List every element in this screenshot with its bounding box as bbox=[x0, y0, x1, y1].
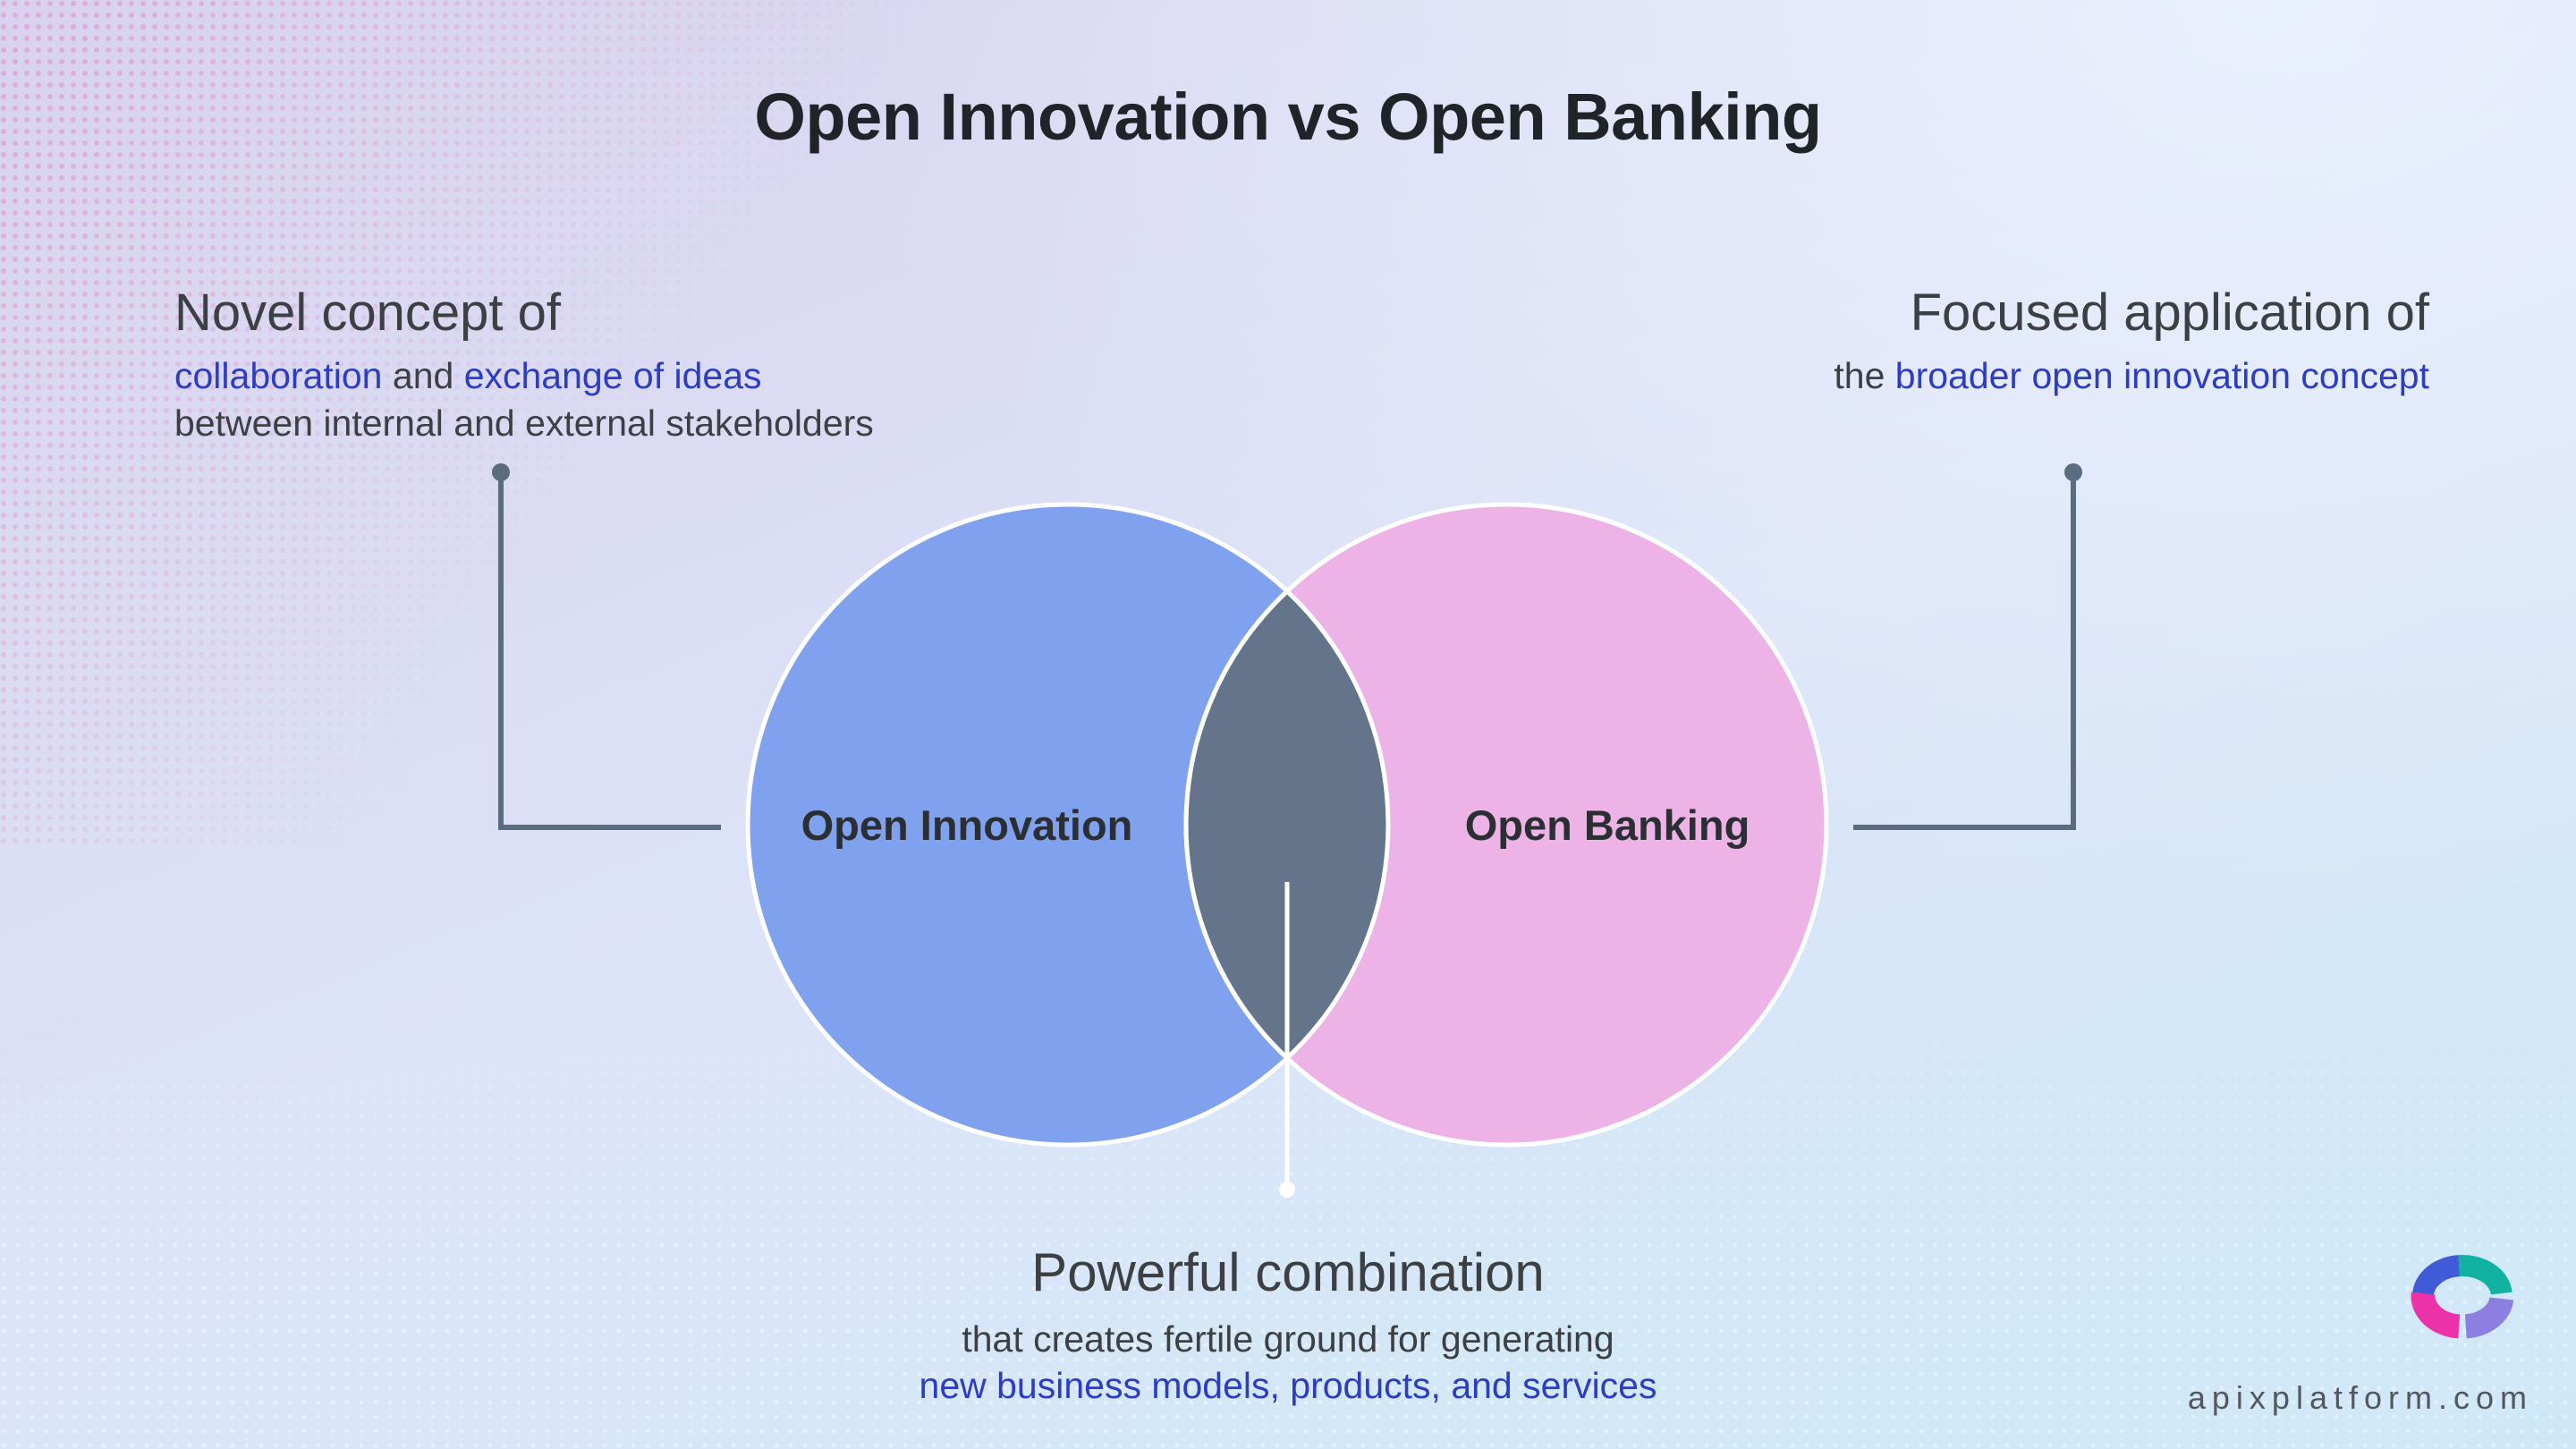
overlap-callout-dot bbox=[1279, 1182, 1295, 1198]
site-url: apixplatform.com bbox=[2187, 1379, 2533, 1416]
highlight-collaboration: collaboration bbox=[174, 355, 383, 397]
logo-arc-purple bbox=[2464, 1296, 2514, 1339]
right-connector-dot bbox=[2064, 463, 2082, 481]
left-connector-line bbox=[498, 479, 721, 830]
left-annotation-heading: Novel concept of bbox=[174, 284, 562, 342]
left-connector-dot bbox=[492, 463, 510, 481]
open-innovation-label: Open Innovation bbox=[801, 801, 1133, 849]
bottom-annotation-line3: new business models, products, and servi… bbox=[919, 1364, 1657, 1406]
logo-arc-magenta bbox=[2411, 1292, 2461, 1339]
open-banking-label: Open Banking bbox=[1464, 801, 1750, 849]
highlight-open-innovation-concept: broader open innovation concept bbox=[1894, 355, 2429, 397]
apix-logo-icon bbox=[2411, 1254, 2514, 1339]
left-annotation-line3: between internal and external stakeholde… bbox=[174, 402, 874, 444]
right-annotation-the: the bbox=[1834, 355, 1895, 397]
bottom-annotation: Powerful combination that creates fertil… bbox=[0, 1241, 2576, 1409]
page-title: Open Innovation vs Open Banking bbox=[754, 80, 1822, 154]
right-connector-line bbox=[1853, 479, 2076, 830]
logo-arc-teal bbox=[2458, 1254, 2512, 1296]
left-annotation-line2: collaboration and exchange of ideas bbox=[174, 352, 874, 399]
right-annotation-heading: Focused application of bbox=[1910, 284, 2429, 342]
highlight-exchange-of-ideas: exchange of ideas bbox=[463, 355, 762, 397]
bottom-annotation-line2: that creates fertile ground for generati… bbox=[962, 1318, 1614, 1360]
logo-arc-blue bbox=[2412, 1255, 2461, 1301]
left-annotation-and: and bbox=[382, 355, 464, 397]
right-annotation: Focused application of the broader open … bbox=[1834, 283, 2429, 400]
left-annotation: Novel concept of collaboration and excha… bbox=[174, 283, 874, 446]
bottom-annotation-heading: Powerful combination bbox=[1031, 1242, 1545, 1302]
right-annotation-line2: the broader open innovation concept bbox=[1834, 352, 2429, 399]
